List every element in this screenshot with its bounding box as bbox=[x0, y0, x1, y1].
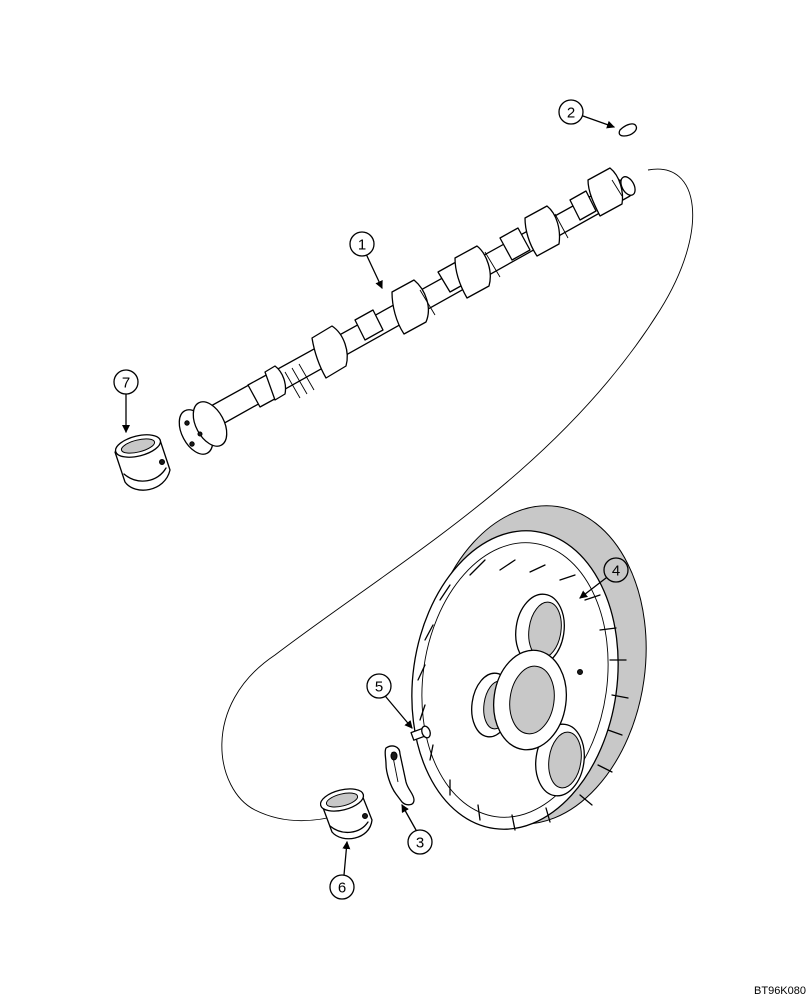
camshaft-flange bbox=[178, 401, 228, 455]
rear-bushing bbox=[319, 788, 373, 840]
callout-label-2: 2 bbox=[567, 105, 575, 122]
camshaft bbox=[178, 167, 636, 455]
camshaft-shading bbox=[284, 179, 623, 399]
thrust-plate bbox=[384, 745, 415, 806]
callout-3: 3 bbox=[401, 804, 433, 855]
callout-label-6: 6 bbox=[338, 880, 346, 897]
camshaft-gear bbox=[411, 505, 647, 831]
callout-4: 4 bbox=[579, 557, 629, 599]
woodruff-key bbox=[618, 123, 638, 137]
assembly-guide-line bbox=[221, 168, 694, 822]
callout-2: 2 bbox=[558, 99, 615, 129]
callout-label-3: 3 bbox=[416, 835, 424, 852]
callout-label-4: 4 bbox=[612, 563, 620, 580]
callout-label-7: 7 bbox=[122, 375, 130, 392]
capscrew bbox=[410, 725, 431, 741]
callout-1: 1 bbox=[349, 231, 383, 289]
callout-7: 7 bbox=[113, 369, 139, 433]
callout-label-1: 1 bbox=[358, 237, 366, 254]
callout-6: 6 bbox=[329, 841, 355, 900]
front-bushing bbox=[114, 434, 171, 491]
callout-5: 5 bbox=[366, 673, 413, 729]
gear-teeth bbox=[417, 559, 629, 831]
callout-label-5: 5 bbox=[375, 679, 383, 696]
camshaft-lobes bbox=[247, 167, 624, 408]
drawing-code: BT96K080 bbox=[754, 985, 806, 997]
